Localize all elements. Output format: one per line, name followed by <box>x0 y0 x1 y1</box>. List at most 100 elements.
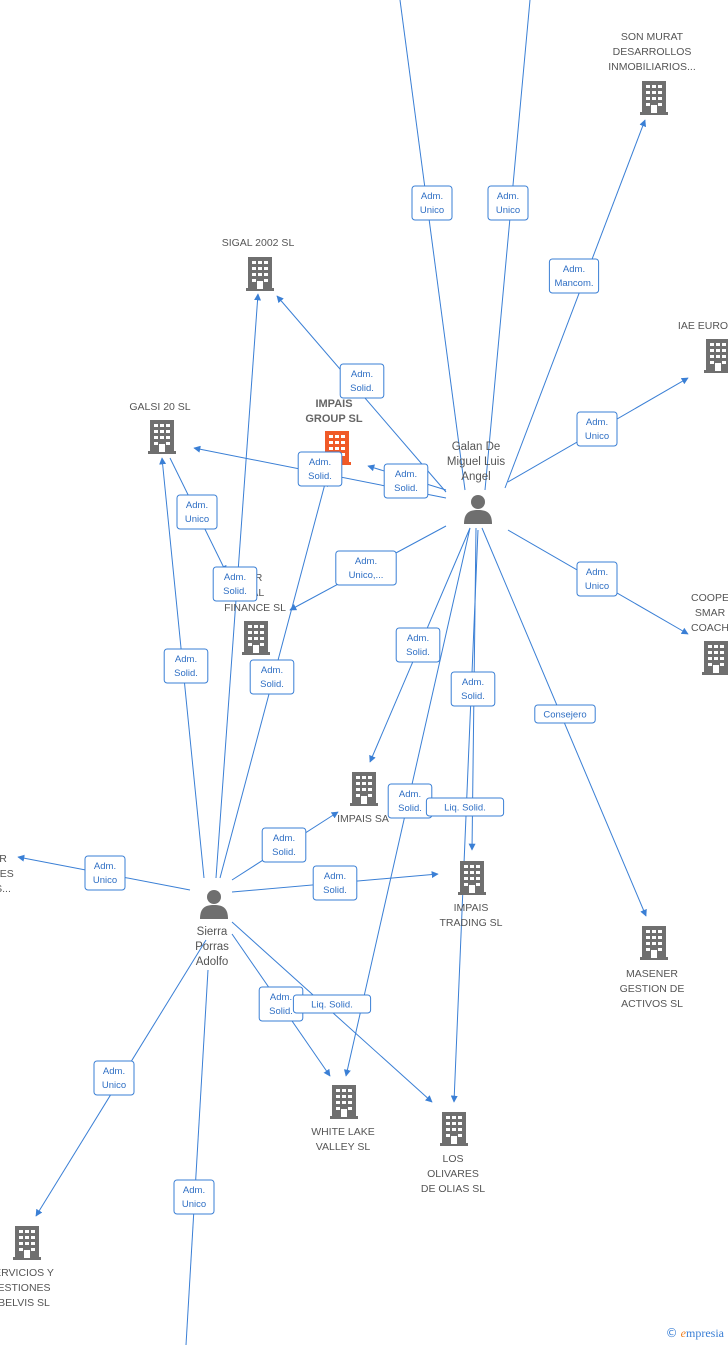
company-impais-trading[interactable]: IMPAIS TRADING SL <box>439 861 503 929</box>
edge-label-l25[interactable]: Adm.Unico <box>173 1179 215 1215</box>
edge-label-l18[interactable]: Liq. Solid. <box>425 797 505 817</box>
edge-label-text: Unico <box>585 581 609 592</box>
edge-label-text: Liq. Solid. <box>311 1000 353 1011</box>
edge-label-text: Solid. <box>174 668 198 679</box>
edge-label-text: Adm. <box>261 665 283 676</box>
edge-label-l12[interactable]: Adm.Solid. <box>395 627 441 663</box>
company-label: DE OLIAS SL <box>421 1183 485 1195</box>
edge-25 <box>185 969 209 1345</box>
edge-label-l19[interactable]: Adm.Solid. <box>261 827 307 863</box>
edge-label-l23[interactable]: Liq. Solid. <box>292 994 372 1014</box>
building-icon <box>330 1085 358 1119</box>
company-left-edge[interactable]: RNESS... <box>0 853 14 895</box>
edge-label-text: Unico <box>93 875 117 886</box>
edge-label-l15[interactable]: Adm.Solid. <box>249 659 295 695</box>
edge-3 <box>504 119 647 489</box>
company-label: COACH <box>691 622 728 634</box>
edge-label-text: Adm. <box>399 789 421 800</box>
company-son-murat[interactable]: SON MURAT DESARROLLOS INMOBILIARIOS... <box>608 31 696 115</box>
edge-label-text: Adm. <box>395 469 417 480</box>
edge-label-text: Adm. <box>270 992 292 1003</box>
edge-label-l22[interactable]: Adm. Solid. <box>258 986 304 1022</box>
edge-label-l4[interactable]: Adm.Solid. <box>339 363 385 399</box>
company-impais-sa[interactable]: IMPAIS SA <box>337 772 389 825</box>
building-icon <box>702 641 728 675</box>
empresia-watermark[interactable]: ©empresia <box>666 1326 724 1341</box>
company-label: TRADING SL <box>439 917 502 929</box>
company-label: GESTION DE <box>620 983 685 995</box>
company-label: ESTIONES <box>0 1282 51 1294</box>
edge-label-l1[interactable]: Adm. Unico <box>411 185 453 221</box>
company-label: LOS <box>442 1153 463 1165</box>
nodes-layer: SON MURAT DESARROLLOS INMOBILIARIOS... SIGA… <box>0 31 728 1309</box>
edge-label-l21[interactable]: Adm.Solid. <box>312 865 358 901</box>
company-iae[interactable]: IAE EURO <box>678 320 728 373</box>
edge-label-l14[interactable]: Adm. Solid. <box>163 648 209 684</box>
edge-label-text: Adm. <box>421 191 443 202</box>
edge-label-text: Solid. <box>223 586 247 597</box>
edge-label-l8[interactable]: Adm.Unico <box>176 494 218 530</box>
company-label: SMAR <box>695 607 726 619</box>
building-icon <box>704 339 728 373</box>
person-label: Adolfo <box>196 956 229 968</box>
edge-label-text: Solid. <box>398 803 422 814</box>
building-icon <box>440 1112 468 1146</box>
edge-label-l24[interactable]: Adm.Unico <box>93 1060 135 1096</box>
company-label: SIGAL 2002 SL <box>222 237 295 249</box>
company-label: INMOBILIARIOS... <box>608 61 696 73</box>
edge-label-text: Adm. <box>563 264 585 275</box>
company-label: COOPE <box>691 592 728 604</box>
person-label: Galan De <box>452 441 501 453</box>
edge-label-l3[interactable]: Adm.Mancom. <box>548 258 600 294</box>
company-galsi[interactable]: GALSI 20 SL <box>129 401 191 454</box>
brand-initial: e <box>680 1326 686 1340</box>
edge-label-l9[interactable]: Adm.Solid. <box>212 566 258 602</box>
company-sigal[interactable]: SIGAL 2002 SL <box>222 237 295 291</box>
edge-label-text: Adm. <box>273 833 295 844</box>
edge-label-l2[interactable]: Adm.Unico <box>487 185 529 221</box>
person-label: Miguel Luis <box>447 456 505 468</box>
edge-label-l11[interactable]: Adm. Unico <box>576 561 618 597</box>
edge-label-text: Adm. <box>183 1185 205 1196</box>
company-label: SON MURAT <box>621 31 684 43</box>
edge-label-text: Solid. <box>350 383 374 394</box>
edge-label-l20[interactable]: Adm. Unico <box>84 855 126 891</box>
edge-label-l10[interactable]: Adm.Unico,... <box>335 550 397 586</box>
company-label: DESARROLLOS <box>613 46 692 58</box>
edge-label-text: Adm. <box>324 871 346 882</box>
edge-label-text: Adm. <box>586 567 608 578</box>
company-label: ACTIVOS SL <box>621 998 683 1010</box>
edge-label-l6[interactable]: Adm.Solid. <box>297 451 343 487</box>
edge-label-l7[interactable]: Adm.Solid. <box>383 463 429 499</box>
person-icon <box>464 495 492 524</box>
edge-label-text: Unico,... <box>349 570 384 581</box>
edge-label-l13[interactable]: Adm.Solid. <box>450 671 496 707</box>
edge-label-text: Adm. <box>407 633 429 644</box>
edge-label-text: Solid. <box>269 1006 293 1017</box>
edge-label-l16[interactable]: Consejero <box>534 704 596 724</box>
edge-label-text: Adm. <box>497 191 519 202</box>
company-label: MASENER <box>626 968 678 980</box>
company-label: IMPAIS <box>454 902 489 914</box>
company-coope[interactable]: COOPE SMAR COACH <box>691 592 728 675</box>
edge-label-text: Adm. <box>94 861 116 872</box>
edge-label-text: Adm. <box>175 654 197 665</box>
building-icon <box>246 257 274 291</box>
company-label: FINANCE SL <box>224 602 286 614</box>
edge-label-text: Unico <box>420 205 444 216</box>
company-masener[interactable]: MASENER GESTION DE ACTIVOS SL <box>620 926 685 1010</box>
edge-labels-layer: Adm.UnicoAdm.UnicoAdm.Mancom.Adm.Solid.A… <box>84 185 618 1215</box>
edge-label-text: Adm. <box>586 417 608 428</box>
brand-name: mpresia <box>686 1326 724 1340</box>
company-label: WHITE LAKE <box>311 1126 375 1138</box>
edge-label-l5[interactable]: Adm.Unico <box>576 411 618 447</box>
edge-label-text: Solid. <box>308 471 332 482</box>
edge-label-l17[interactable]: Adm. Solid. <box>387 783 433 819</box>
